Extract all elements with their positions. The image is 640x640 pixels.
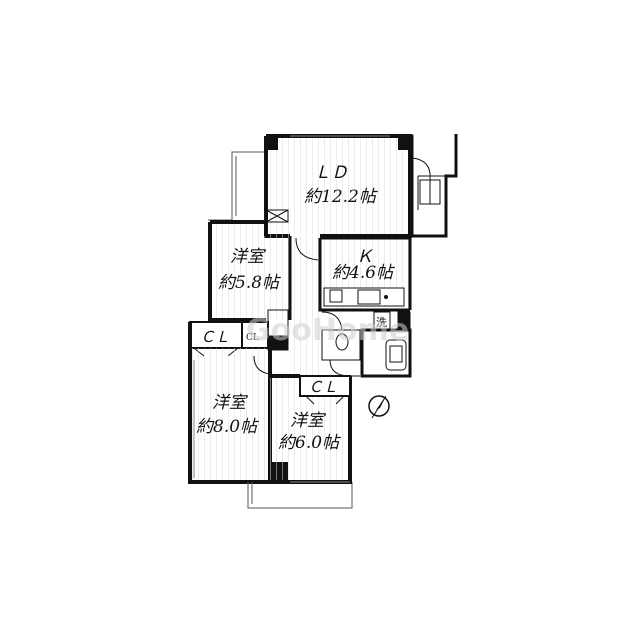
- ld-size: 約12.2帖: [304, 187, 379, 207]
- western2-name: 洋室: [212, 393, 249, 413]
- closet-label-3: ＣＬ: [308, 378, 338, 396]
- western1-size: 約5.8帖: [218, 273, 282, 293]
- western2-size: 約8.0帖: [196, 417, 260, 437]
- bath-area: [321, 311, 412, 378]
- north-compass-icon: [368, 395, 390, 419]
- room-kitchen: [318, 236, 412, 312]
- western3-name: 洋室: [290, 411, 327, 431]
- entrance-area: [410, 134, 458, 238]
- room-western-3: [270, 374, 352, 484]
- kitchen-name: Ｋ: [356, 247, 373, 267]
- western1-name: 洋室: [230, 247, 267, 267]
- room-western-2: [188, 322, 288, 484]
- hallway: [290, 236, 343, 376]
- room-western-1: [208, 209, 292, 322]
- closet-label-2: CL: [246, 333, 259, 343]
- balcony-bottom: [247, 482, 353, 509]
- ld-name: ＬＤ: [314, 163, 348, 183]
- western3-size: 約6.0帖: [278, 433, 342, 453]
- watermark: GooHome: [246, 313, 409, 348]
- balcony-top: [208, 151, 266, 221]
- closet-label-1: ＣＬ: [200, 328, 230, 346]
- wash-label: 洗: [376, 316, 387, 329]
- kitchen-size: 約4.6帖: [332, 263, 396, 283]
